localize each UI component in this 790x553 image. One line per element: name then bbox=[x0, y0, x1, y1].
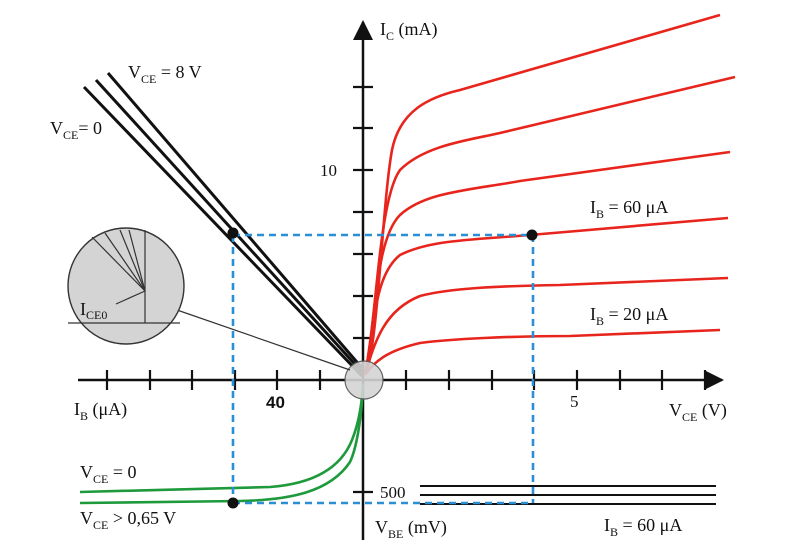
vce-axis-label: VCE (V) bbox=[669, 400, 727, 424]
magnifier-leader-line bbox=[176, 309, 351, 371]
vbe-axis-label: VBE (mV) bbox=[375, 517, 447, 541]
input-curves bbox=[79, 383, 365, 505]
ib-tick-40: 40 bbox=[266, 393, 285, 412]
vce-0-top-label: VCE= 0 bbox=[50, 118, 102, 142]
transfer-lines bbox=[82, 72, 364, 378]
ib-60-bottom-label: IB = 60 μA bbox=[604, 515, 682, 539]
operating-point-transfer bbox=[227, 227, 239, 239]
operating-point-guides bbox=[231, 233, 535, 505]
ib-60-top-label: IB = 60 μA bbox=[590, 197, 668, 221]
operating-point-output bbox=[526, 229, 538, 241]
inset-circle bbox=[67, 227, 185, 345]
origin-magnifier-circle bbox=[344, 360, 384, 400]
vce-8v-label: VCE = 8 V bbox=[128, 62, 202, 86]
vbe-reference-lines bbox=[420, 485, 716, 505]
output-curves bbox=[363, 13, 736, 376]
vce-0-bottom-label: VCE = 0 bbox=[80, 462, 137, 486]
ic-axis-label: IC (mA) bbox=[380, 19, 438, 43]
operating-point-input bbox=[227, 497, 239, 509]
icbo-inset: ICE0 bbox=[67, 227, 185, 345]
vbe-tick-500: 500 bbox=[380, 483, 406, 502]
ib-axis-label: IB (μA) bbox=[74, 399, 127, 423]
vce-tick-5: 5 bbox=[570, 392, 579, 411]
ib-20-label: IB = 20 μA bbox=[590, 304, 668, 328]
vce-065-label: VCE > 0,65 V bbox=[80, 508, 176, 532]
ic-tick-10: 10 bbox=[320, 161, 337, 180]
icbo-label: ICE0 bbox=[80, 299, 107, 322]
